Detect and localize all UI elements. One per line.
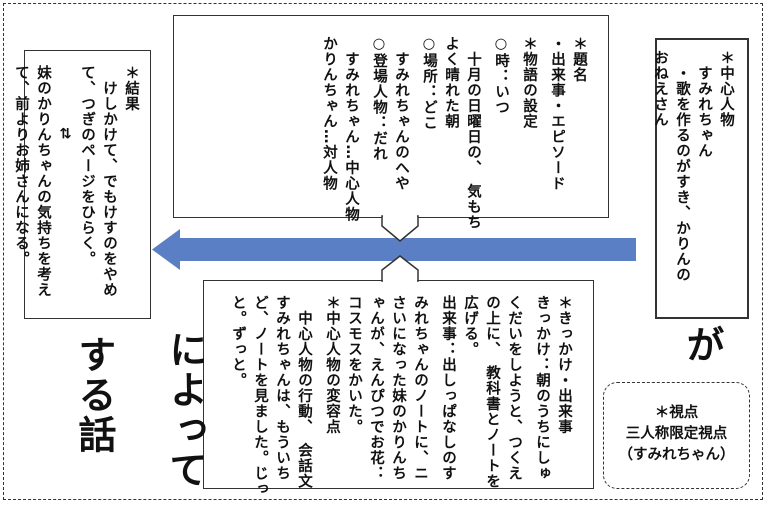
result-line: けしかけて、でもけすのをやめ	[101, 65, 117, 298]
change-line: 中心人物の行動、 会話文	[296, 295, 312, 490]
arrow-head-left	[152, 229, 180, 270]
result-line: て、前よりお姉さんになる。	[13, 65, 29, 267]
event-line: さいになった妹のかりんち	[390, 295, 406, 481]
trigger-heading: ＊きっかけ・出来事	[556, 295, 572, 435]
place-line: すみれちゃんのへや	[393, 36, 409, 192]
trigger-line: の上に、 教科書とノートを	[484, 295, 500, 490]
title-heading: ＊題名	[571, 36, 587, 83]
event-line: コスモスをかいた。	[346, 295, 362, 435]
character-line: すみれちゃん…中心人物	[343, 36, 359, 223]
main-character-line: ・歌を作るのがすき、かりんの	[674, 50, 690, 283]
viewpoint-heading: ＊視点	[654, 405, 699, 421]
time-line: 十月の日曜日の、 気もち	[465, 36, 481, 231]
connector-bottom-notch	[381, 255, 419, 282]
outer-dashed-frame	[3, 3, 763, 500]
change-heading: ＊中心人物の変容点	[324, 295, 340, 435]
change-line: すみれちゃんは、もういち	[274, 295, 290, 481]
trigger-line: くだいをしようと、つくえ	[506, 295, 522, 481]
suru-hanashi: する話	[72, 335, 116, 455]
characters-heading: ○登場人物：だれ	[371, 36, 387, 162]
result-box: ＊結果 けしかけて、でもけすのをやめ て、つぎのページをひらく。 ⇄ 妹のかりん…	[13, 50, 151, 319]
event-line: ゃんが、えんぴつでお花：	[368, 295, 384, 481]
place-heading: ○場所：どこ	[421, 36, 437, 131]
main-character-heading: ＊中心人物	[718, 50, 734, 128]
main-character-line: おねえさん	[652, 50, 668, 128]
main-character-line: すみれちゃん	[696, 50, 712, 159]
time-heading: ○時：いつ	[493, 36, 509, 115]
event-line: ・出来事・エピソード	[549, 36, 565, 191]
character-line: かりんちゃん…対人物	[321, 36, 337, 191]
result-line: て、つぎのページをひらく。	[79, 65, 95, 267]
event-line: みれちゃんのノートに、ニ	[412, 295, 428, 481]
result-heading: ＊結果	[123, 65, 139, 112]
exchange-arrow-icon: ⇄	[57, 65, 73, 141]
viewpoint-box: ＊視点 三人称限定視点 （すみれちゃん）	[603, 382, 750, 489]
particle-niyotte: によって	[163, 330, 207, 490]
viewpoint-line: （すみれちゃん）	[618, 447, 735, 463]
change-line: ど、ノートを見ました。じっ	[252, 295, 268, 497]
particle-ga: が	[680, 325, 724, 365]
result-line: 妹のかりんちゃんの気持ちを考え	[35, 65, 51, 298]
change-line: と。ずっと。	[230, 295, 246, 388]
time-line: よく晴れた朝	[443, 36, 459, 129]
main-character-box: ＊中心人物 すみれちゃん ・歌を作るのがすき、かりんの おねえさん	[652, 38, 749, 319]
bottom-events-box: ＊きっかけ・出来事 きっかけ：朝のうちにしゅ くだいをしようと、つくえ の上に、…	[203, 280, 594, 497]
arrow-shaft	[176, 238, 636, 261]
viewpoint-line: 三人称限定視点	[625, 426, 728, 442]
trigger-line: きっかけ：朝のうちにしゅ	[534, 295, 550, 481]
top-setting-box: ＊題名 ・出来事・エピソード ＊物語の設定 ○時：いつ 十月の日曜日の、 気もち…	[173, 15, 609, 230]
trigger-line: 広げる。	[462, 295, 478, 357]
setting-heading: ＊物語の設定	[521, 36, 537, 129]
event-line: 出来事：出しっぱなしのす	[440, 295, 456, 481]
connector-top-notch	[381, 215, 419, 242]
